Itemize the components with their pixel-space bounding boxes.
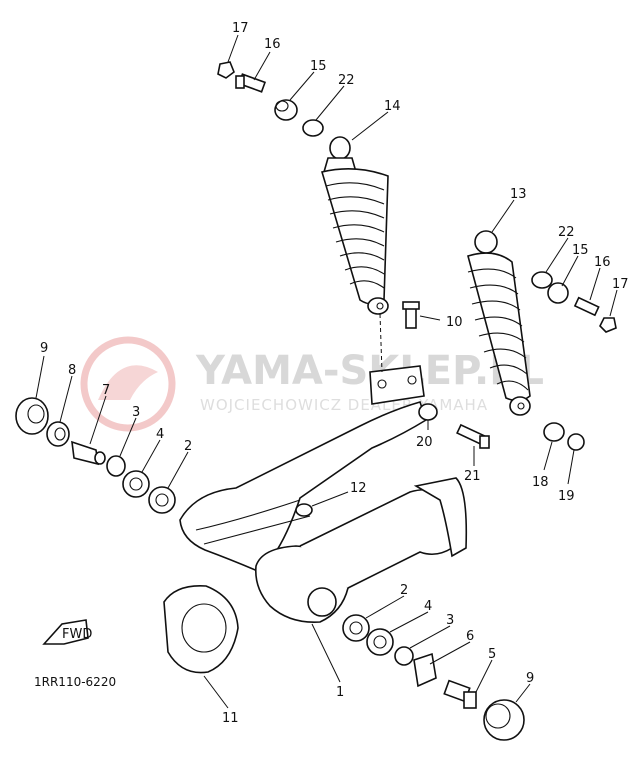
nut-17-top — [217, 61, 235, 79]
callout-16: 16 — [594, 255, 611, 270]
watermark-logo-mark — [98, 365, 158, 400]
bearing-4-left — [122, 470, 150, 498]
callout-3: 3 — [132, 405, 140, 420]
nut-20 — [418, 403, 438, 421]
nut-19 — [567, 433, 585, 451]
shaft-7 — [71, 440, 106, 466]
bolt-10 — [402, 301, 420, 329]
callout-18: 18 — [532, 475, 549, 490]
leader-lines — [35, 34, 618, 709]
bearing-2-left — [148, 486, 176, 514]
chain-case-11 — [163, 585, 239, 674]
shock-absorber-left — [320, 136, 389, 315]
callout-12: 12 — [350, 481, 367, 496]
callout-20: 20 — [416, 435, 433, 450]
callout-11: 11 — [222, 711, 239, 726]
bolt-5 — [443, 679, 477, 709]
bearing-4-right — [366, 628, 394, 656]
washer-22-top — [302, 119, 324, 137]
callout-8: 8 — [68, 363, 76, 378]
cap-9-left — [15, 397, 49, 435]
callout-3: 3 — [446, 613, 454, 628]
callout-21: 21 — [464, 469, 481, 484]
shock-absorber-right — [467, 230, 531, 416]
callout-4: 4 — [424, 599, 432, 614]
swing-arm — [179, 365, 468, 623]
bolt-16-right — [573, 296, 600, 317]
bolt-21 — [456, 423, 490, 449]
callout-16: 16 — [264, 37, 281, 52]
callout-7: 7 — [102, 383, 110, 398]
bolt-16-top — [235, 73, 267, 93]
callout-17: 17 — [612, 277, 629, 292]
callout-17: 17 — [232, 21, 249, 36]
callout-22: 22 — [558, 225, 575, 240]
nut-17-right — [599, 317, 617, 333]
callout-15: 15 — [310, 59, 327, 74]
callout-9: 9 — [526, 671, 534, 686]
diagram-code: 1RR110-6220 — [34, 675, 116, 689]
callout-15: 15 — [572, 243, 589, 258]
callout-4: 4 — [156, 427, 164, 442]
watermark-title: YAMA-SKLEP.PL — [195, 348, 544, 394]
callout-6: 6 — [466, 629, 474, 644]
callout-19: 19 — [558, 489, 575, 504]
cap-9-right — [483, 699, 525, 741]
watermark-logo-icon — [80, 336, 176, 432]
callout-2: 2 — [184, 439, 192, 454]
callout-2: 2 — [400, 583, 408, 598]
seal-8 — [46, 421, 70, 447]
watermark: YAMA-SKLEP.PL WOJCIECHOWICZ DEALER YAMAH… — [80, 336, 544, 432]
callout-10: 10 — [446, 315, 463, 330]
plate-6 — [413, 652, 437, 688]
collar-15-right — [547, 282, 569, 304]
callouts: 17 16 15 22 14 13 22 15 16 17 10 9 8 7 3… — [40, 21, 629, 726]
collar-15-top — [274, 99, 298, 121]
callout-1: 1 — [336, 685, 344, 700]
bearing-2-right — [342, 614, 370, 642]
collar-3-left — [106, 455, 126, 477]
washer-22-right — [531, 271, 553, 289]
collar-3-right — [394, 646, 414, 666]
callout-9: 9 — [40, 341, 48, 356]
fwd-label: FWD — [62, 627, 92, 642]
callout-13: 13 — [510, 187, 527, 202]
washer-18 — [543, 422, 565, 442]
watermark-subtitle: WOJCIECHOWICZ DEALER YAMAHA — [200, 396, 488, 414]
callout-22: 22 — [338, 73, 355, 88]
callout-14: 14 — [384, 99, 401, 114]
fwd-arrow-icon: FWD — [42, 619, 92, 645]
callout-5: 5 — [488, 647, 496, 662]
